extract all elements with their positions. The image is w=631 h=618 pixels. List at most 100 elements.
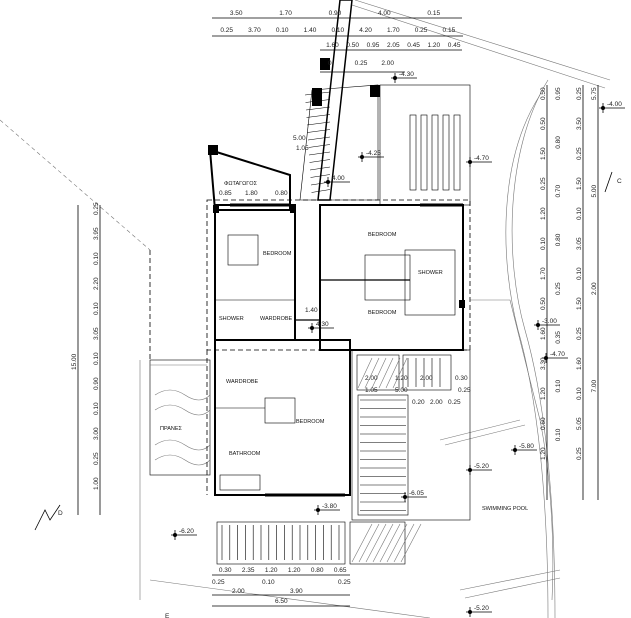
dim-bottom-1: 0.80 xyxy=(311,567,324,574)
dim-top-1: 0.15 xyxy=(427,10,440,17)
dim-top-2: 4.20 xyxy=(359,27,372,34)
dim-inner: 5.00 xyxy=(395,387,408,394)
dim-bottom-2: 0.10 xyxy=(262,579,275,586)
level-label: -3.80 xyxy=(322,503,337,510)
dim-left: 0.10 xyxy=(93,302,100,315)
level-marker: -4.70 xyxy=(466,155,492,167)
level-label: -6.05 xyxy=(409,490,424,497)
label-bathroom: BATHROOM xyxy=(229,451,261,457)
label-wardrobe-w: WARDROBE xyxy=(260,316,293,322)
dim-right-col3: 0.10 xyxy=(576,267,583,280)
label-shower-e: SHOWER xyxy=(418,270,443,276)
dim-bottom-3: 3.90 xyxy=(290,588,303,595)
terrace: SWIMMING POOL xyxy=(216,349,528,565)
level-label: 4.30 xyxy=(316,321,329,328)
dim-top-2: 0.15 xyxy=(443,27,456,34)
dim-top-3: 2.05 xyxy=(387,42,400,49)
dim-top-2: 0.10 xyxy=(276,27,289,34)
dim-right-col3: 0.10 xyxy=(576,207,583,220)
label-bedroom-e: BEDROOM xyxy=(368,310,397,316)
label-swimming-pool: SWIMMING POOL xyxy=(482,506,528,512)
level-marker: -4.70 xyxy=(542,351,568,363)
dim-top-1: 3.50 xyxy=(230,10,243,17)
dim-right-col2: 0.10 xyxy=(555,379,562,392)
slope-area: ΠΡΑΝΕΣ xyxy=(154,389,211,466)
dim-left: 3.00 xyxy=(93,427,100,440)
dim-right-col4: 7.00 xyxy=(591,379,598,392)
dim-right-col3: 0.25 xyxy=(576,447,583,460)
dim-inner: 1.05 xyxy=(365,387,378,394)
level-marker: -4.30 xyxy=(391,71,417,83)
label-bedroom-nw: BEDROOM xyxy=(263,251,292,257)
dim-bottom-1: 1.20 xyxy=(265,567,278,574)
dim-right-col1: 1.20 xyxy=(540,447,547,460)
level-marker: -6.20 xyxy=(171,528,197,540)
dim-left: 0.10 xyxy=(93,402,100,415)
dim-inner: 2.00 xyxy=(420,375,433,382)
dim-right-col3: 0.25 xyxy=(576,147,583,160)
dim-inner: 1.05 xyxy=(296,145,309,152)
label-bedroom-sw: BEDROOM xyxy=(296,419,325,425)
dim-right-col1: 0.50 xyxy=(540,297,547,310)
dim-left: 0.25 xyxy=(93,452,100,465)
dim-right-col3: 3.05 xyxy=(576,237,583,250)
dim-right-col3: 5.05 xyxy=(576,417,583,430)
level-marker: -5.80 xyxy=(511,443,537,455)
dim-top-4: 0 xyxy=(328,60,332,67)
dim-right-col3: 0.25 xyxy=(576,327,583,340)
louvers-top xyxy=(379,84,471,206)
dim-left: 3.95 xyxy=(93,227,100,240)
level-marker: -6.05 xyxy=(401,490,427,502)
dim-inner: 5.00 xyxy=(293,135,306,142)
dim-right-col1: 1.70 xyxy=(540,267,547,280)
level-marker: -5.20 xyxy=(466,463,492,475)
level-marker: -5.20 xyxy=(466,605,492,617)
dim-right-col2: 0.35 xyxy=(555,331,562,344)
dim-bottom-1: 0.30 xyxy=(219,567,232,574)
dim-right-col3: 3.50 xyxy=(576,117,583,130)
dim-top-3: 0.45 xyxy=(407,42,420,49)
dim-right-col2: 0.25 xyxy=(555,282,562,295)
level-label: -4.70 xyxy=(474,155,489,162)
dim-top-3: 0.95 xyxy=(367,42,380,49)
dim-right-col3: 0.25 xyxy=(576,87,583,100)
dim-bottom-3: 2.00 xyxy=(232,588,245,595)
level-label: -4.25 xyxy=(366,150,381,157)
dim-right-col2: 0.95 xyxy=(555,87,562,100)
dim-top-3: 1.60 xyxy=(326,42,339,49)
label-pranes: ΠΡΑΝΕΣ xyxy=(160,426,183,432)
level-label: 4.00 xyxy=(332,175,345,182)
site-lines xyxy=(0,0,611,618)
level-marker: 4.00 xyxy=(324,175,350,187)
level-marker: -3.00 xyxy=(534,318,560,330)
dim-top-2: 3.70 xyxy=(248,27,261,34)
dim-inner: 0.25 xyxy=(448,399,461,406)
dim-top-2: 1.40 xyxy=(304,27,317,34)
dim-inner: 0.85 xyxy=(219,190,232,197)
dim-right-col1: 3.30 xyxy=(540,357,547,370)
dim-right-col1: 1.50 xyxy=(540,147,547,160)
dim-right-col4: 5.75 xyxy=(591,87,598,100)
level-label: -6.20 xyxy=(179,528,194,535)
dim-inner: 2.00 xyxy=(430,399,443,406)
dim-right-col3: 1.50 xyxy=(576,177,583,190)
level-marker: -4.00 xyxy=(599,101,625,113)
dim-top-2: 1.70 xyxy=(387,27,400,34)
level-markers: -4.30 -4.25 -4.70 4.00 4.30 -4.70 -3.80 -6.05 -5… xyxy=(171,71,625,617)
dim-inner: 2.00 xyxy=(365,375,378,382)
dim-left: 0.10 xyxy=(93,252,100,265)
dim-top-3: 1.20 xyxy=(428,42,441,49)
dimension-lines xyxy=(77,17,599,607)
dim-top-4: 0.25 xyxy=(355,60,368,67)
section-mark-e: E xyxy=(165,613,170,618)
dim-bottom-1: 0.65 xyxy=(334,567,347,574)
dim-right-col2: 0.70 xyxy=(555,184,562,197)
label-wardrobe-sw: WARDROBE xyxy=(226,379,259,385)
building-walls: BEDROOM BEDROOM BEDROOM SHOWER SHOWER WA… xyxy=(206,199,471,497)
level-marker: -3.80 xyxy=(314,503,340,515)
dim-top-3: 0.45 xyxy=(448,42,461,49)
level-label: -4.30 xyxy=(399,71,414,78)
dim-right-col1: 0.10 xyxy=(540,237,547,250)
